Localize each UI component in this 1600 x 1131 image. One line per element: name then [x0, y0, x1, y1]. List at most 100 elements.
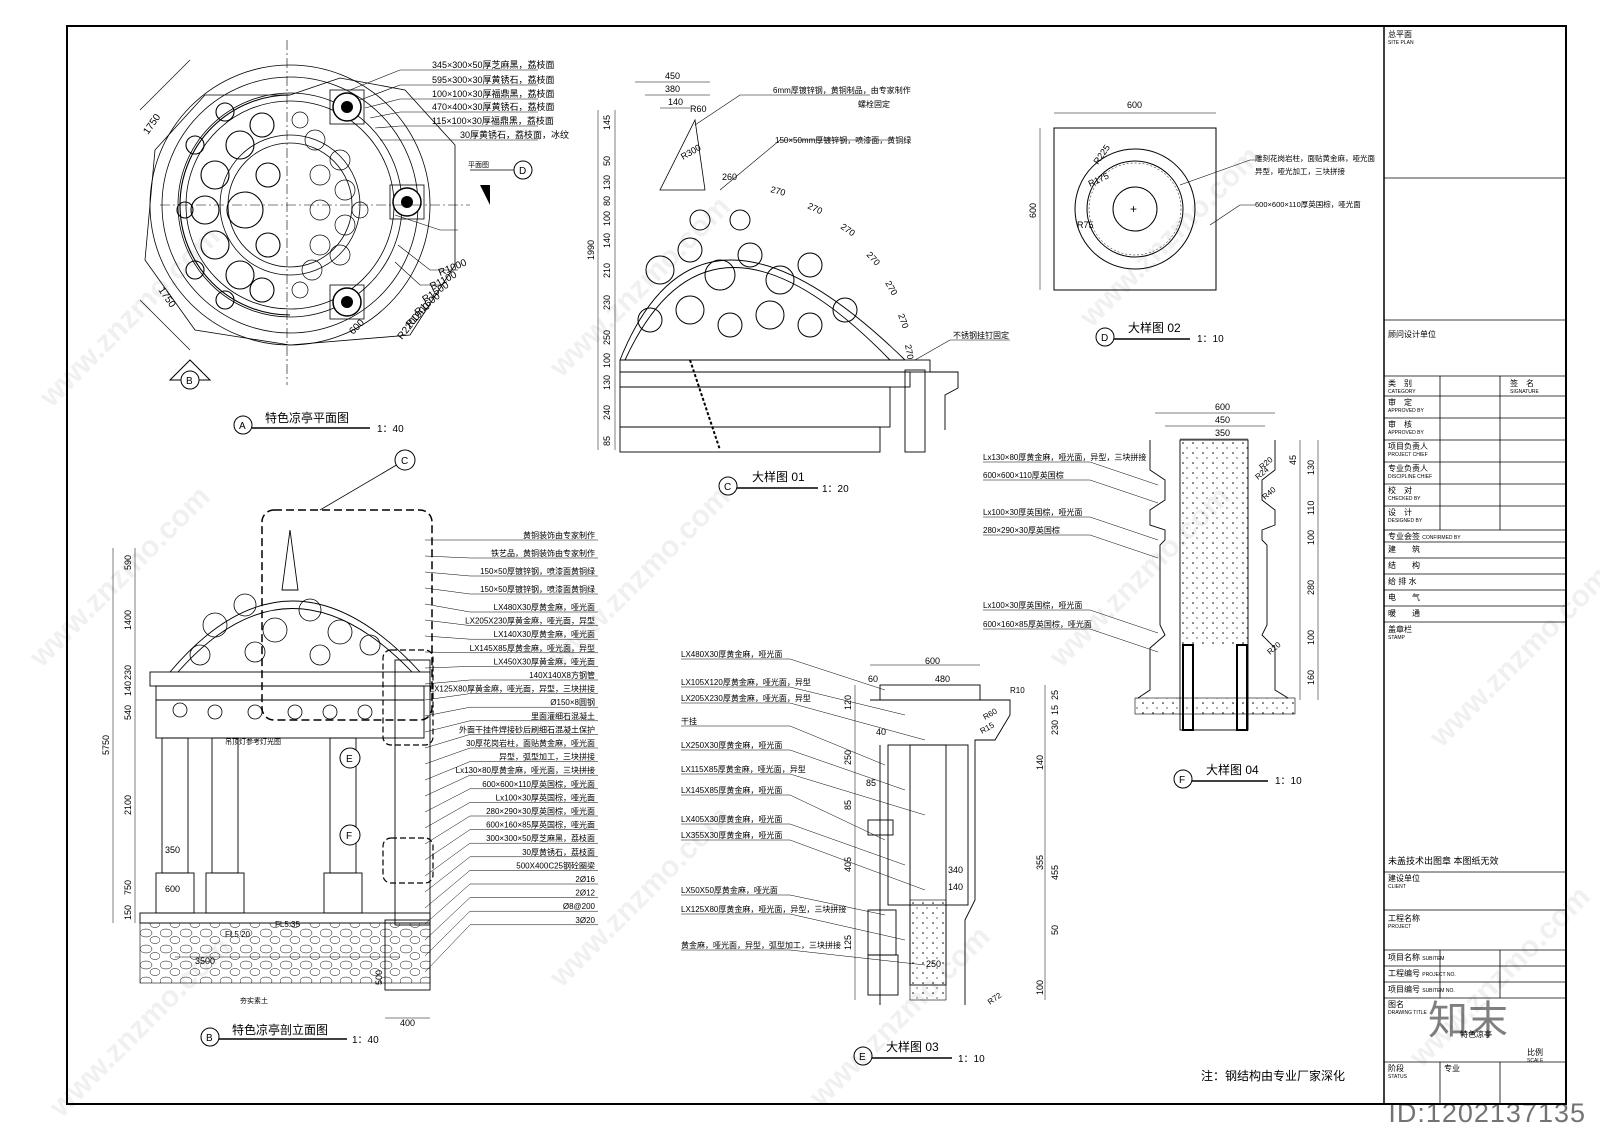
d03-label: LX105X120厚黄金麻，哑光面，异型	[681, 677, 811, 687]
leader-line	[424, 571, 598, 577]
tb-drawing-title: 特色凉亭	[1460, 1030, 1492, 1039]
plan-dim-1750a: 1750	[141, 112, 163, 137]
leader-line	[424, 747, 598, 765]
lamp-note: 吊顶灯参考灯光图	[225, 737, 281, 746]
d01-title-block: C 大样图 01 1：20	[718, 469, 849, 496]
d04-dim-600: 600	[1215, 402, 1230, 412]
elev-dim-500: 500	[374, 970, 384, 985]
elev-dim-600: 600	[165, 884, 180, 894]
d03-left-dim: 405	[843, 857, 853, 872]
leader-line	[983, 609, 1159, 634]
svg-text:B: B	[186, 376, 193, 387]
d03-dim-480: 480	[935, 674, 950, 684]
leader-line	[424, 651, 598, 654]
d01-dim-450: 450	[665, 71, 680, 81]
d01-arc-3: 270	[839, 221, 857, 238]
elev-label: Ø150×8圆钢	[550, 697, 595, 707]
elev-dim-400: 400	[400, 1018, 415, 1028]
d01-arc-7: 270	[903, 344, 915, 361]
id-tag: ID:1202137135	[1388, 1098, 1586, 1128]
d01-title: 大样图 01	[752, 469, 805, 484]
leader-line	[424, 635, 598, 640]
d01-left-dim: 250	[602, 330, 612, 345]
leader-line	[424, 897, 598, 941]
d02-title-block: D 大样图 02 1：10	[1095, 320, 1224, 347]
d01-note-1: 6mm厚镀锌钢，黄铜制品，由专家制作	[773, 85, 911, 95]
d02-title: 大样图 02	[1128, 320, 1181, 335]
d03-left-dim: 125	[843, 935, 853, 950]
tb-discipline-row: 给 排 水	[1388, 577, 1417, 586]
elev-dim: 1400	[123, 610, 133, 630]
leader-line	[424, 603, 598, 613]
d01-arc-2: 270	[806, 201, 824, 216]
d04-marker: F	[1179, 775, 1185, 786]
detail-03-labels: LX480X30厚黄金麻，哑光面LX105X120厚黄金麻，哑光面，异型LX20…	[681, 649, 846, 950]
d04-label: Lx100×30厚英国棕，哑光面	[983, 507, 1082, 517]
d02-note-1: 雕刻花岗岩柱，面贴黄金麻，哑光面	[1255, 153, 1375, 163]
elev-label: 600×160×85厚英国棕，哑光面	[486, 820, 595, 830]
leader-line	[681, 702, 926, 741]
d01-left-dim: 145	[602, 115, 612, 130]
d03-label: LX50X50厚黄金麻，哑光面	[681, 885, 778, 895]
leader-line	[424, 774, 598, 797]
level-fl520: FL5.20	[225, 930, 250, 939]
d03-left-dim: 85	[843, 800, 853, 810]
elev-scale: 1：40	[352, 1035, 379, 1046]
tb-discipline-row: 暖 通	[1388, 609, 1420, 618]
d03-label: LX115X85厚黄金麻，哑光面，异型	[681, 764, 806, 774]
leader-line	[424, 619, 598, 626]
d02-marker: D	[1101, 333, 1108, 344]
d03-label: LX355X30厚黄金麻，哑光面	[681, 830, 782, 840]
leader-line	[424, 856, 598, 893]
d04-label: 600×160×85厚英国棕，哑光面	[983, 619, 1092, 629]
d02-note-3: 600×600×110厚英国棕，哑光面	[1255, 199, 1361, 209]
d01-dim-140: 140	[668, 97, 683, 107]
leader-line	[424, 788, 598, 813]
leader-line	[681, 894, 886, 916]
tb-confirm: 专业会签 CONFIRMED BY	[1388, 532, 1461, 541]
d02-dim-h: 600	[1028, 203, 1038, 218]
elev-label: LX205X230厚黄金麻，哑光面，异型	[465, 616, 595, 626]
elev-title-block: B 特色凉亭剖立面图 1：40	[200, 1022, 379, 1047]
d03-r15: R15	[979, 720, 997, 735]
d03-right-dim: 455	[1050, 865, 1060, 880]
elev-dim: 230	[123, 665, 133, 680]
d03-inner-340: 340	[948, 865, 963, 875]
d03-scale: 1：10	[958, 1054, 985, 1065]
section-marker-b: B	[168, 359, 212, 390]
d03-label: LX250X30厚黄金麻，哑光面	[681, 740, 782, 750]
elev-ref-e: E	[339, 747, 361, 769]
d02-r75: R75	[1077, 220, 1094, 230]
tb-discipline-row: 建 筑	[1388, 545, 1420, 554]
elev-dim-3500: 3500	[195, 956, 215, 966]
tb-subitem-no: 项目编号 SUBITEM NO.	[1388, 985, 1455, 994]
leader-line	[681, 913, 906, 941]
d01-scale: 1：20	[822, 484, 849, 495]
elev-label: Lx130×80厚黄金麻，哑光面，三块拼接	[456, 765, 595, 775]
leader-line	[681, 839, 926, 891]
d04-label: 600×600×110厚英国棕	[983, 470, 1064, 480]
detail-01: 450 380 140 R60 R300 260 270 270 270 270…	[586, 71, 1010, 496]
d01-note-3: 150×50mm厚镀锌钢，喷漆面，黄铜绿	[775, 135, 911, 145]
elev-label: Lx100×30厚英国棕，哑光面	[496, 792, 595, 802]
d03-dim-600: 600	[925, 656, 940, 666]
leader-line	[424, 883, 598, 925]
d03-right-dim: 230	[1050, 720, 1060, 735]
d03-title: 大样图 03	[886, 1039, 939, 1054]
d03-label: LX145X85厚黄金麻，哑光面	[681, 785, 782, 795]
detail-03: 600 60 480 340 140 250 R60 R15 R10 R72 1…	[681, 649, 1060, 1066]
d04-radius: R24	[1254, 465, 1271, 482]
leader-line	[424, 706, 598, 717]
leader-line	[681, 773, 926, 816]
plan-label-1: 345×300×50厚芝麻黑，荔枝面	[432, 59, 555, 70]
d04-right-dim: 110	[1306, 501, 1316, 515]
d03-r10: R10	[1010, 686, 1025, 695]
plan-label-3: 100×100×30厚福鼎黑，荔枝面	[432, 88, 555, 99]
d04-radius: R40	[1261, 485, 1278, 502]
